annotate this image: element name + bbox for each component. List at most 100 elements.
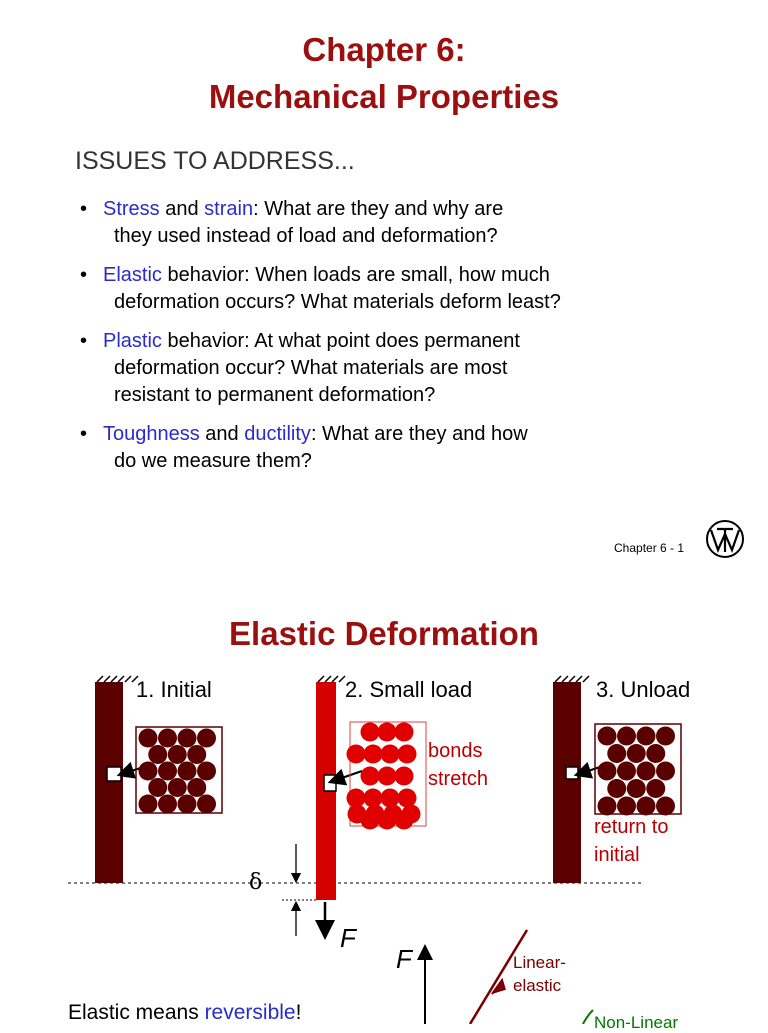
stage-small-load-label: 2. Small load (345, 677, 473, 702)
atom (394, 766, 414, 786)
bullet-continuation: they used instead of load and deformatio… (114, 225, 498, 247)
atom (394, 722, 414, 742)
bonds-label: bonds (428, 740, 483, 762)
stage-unload-label: 3. Unload (596, 677, 691, 702)
issues-heading: ISSUES TO ADDRESS... (75, 147, 355, 175)
atom (617, 796, 636, 816)
atom (380, 744, 400, 764)
term-strain: strain (204, 198, 254, 220)
atom (597, 726, 617, 746)
atoms-initial (138, 728, 216, 814)
wall-hatch (96, 675, 139, 683)
elastic-means-statement: Elastic means reversible! (68, 1001, 301, 1025)
atom (377, 722, 397, 742)
stretch-label: stretch (428, 768, 489, 790)
atom (597, 761, 617, 781)
atom (646, 779, 666, 798)
bullet-continuation: deformation occurs? What materials defor… (114, 291, 561, 313)
term-elastic: Elastic (103, 264, 162, 286)
bullet-dot: • (80, 330, 88, 352)
term-plastic: Plastic (103, 330, 162, 352)
bullet-toughness: • Toughness and ductility: What are they… (80, 421, 760, 475)
atom (197, 728, 216, 748)
atom (380, 788, 400, 808)
bullet-continuation: deformation occur? What materials are mo… (114, 357, 508, 379)
bullet-text: and (159, 198, 205, 220)
bullet-dot: • (80, 198, 88, 220)
bullet-text: behavior: When loads are small, how much (161, 264, 550, 286)
atom (626, 744, 646, 763)
atom (158, 794, 177, 814)
return-to-label: return to (594, 816, 669, 838)
atom (646, 744, 666, 763)
atom (177, 728, 197, 748)
bullet-dot: • (80, 423, 88, 445)
atom (617, 726, 636, 746)
atom (656, 796, 675, 816)
atom (363, 788, 383, 808)
term-toughness: Toughness (103, 423, 200, 445)
delta-symbol: δ (249, 870, 263, 895)
stage-initial-label: 1. Initial (136, 677, 212, 702)
atom (626, 779, 646, 798)
bullet-text: : What are they and how (310, 423, 528, 445)
atom (401, 804, 421, 824)
atom (383, 804, 403, 824)
atom (138, 794, 158, 814)
atom (148, 778, 168, 797)
bullet-text: behavior: At what point does permanent (161, 330, 520, 352)
graph-force-label: F (396, 944, 412, 974)
atom (138, 761, 158, 781)
atom (597, 796, 617, 816)
atom (158, 728, 177, 748)
slide-footer: Chapter 6 - 1 (614, 541, 685, 555)
atom (636, 796, 656, 816)
atom (177, 761, 197, 781)
bullet-continuation: resistant to permanent deformation? (114, 384, 436, 406)
term-ductility: ductility (244, 423, 311, 445)
atom (167, 745, 187, 764)
bullet-dot: • (80, 264, 88, 286)
atom (656, 761, 675, 781)
bar-initial (95, 675, 223, 883)
force-label: F (340, 923, 356, 953)
nonlinear-label: Non-Linear (594, 1013, 679, 1032)
bullet-text: : What are they and why are (253, 198, 504, 220)
atom (607, 779, 627, 798)
bullet-list: • Stress and strain: What are they and w… (80, 196, 760, 487)
atom (346, 788, 366, 808)
atom (187, 778, 207, 797)
atom (148, 745, 168, 764)
atom (177, 794, 197, 814)
atom (346, 744, 366, 764)
bullet-plastic: • Plastic behavior: At what point does p… (80, 328, 760, 409)
slide1-title-line2: Mechanical Properties (208, 78, 560, 115)
atom (656, 726, 675, 746)
bullet-continuation: do we measure them? (114, 450, 312, 472)
bullet-text: and (199, 423, 245, 445)
atom (397, 788, 417, 808)
atom (377, 766, 397, 786)
bar-small-load (282, 675, 427, 940)
atom (347, 804, 367, 824)
term-stress: Stress (103, 198, 160, 220)
slide1-title-line1: Chapter 6: (302, 31, 466, 68)
atom (197, 794, 216, 814)
atom (158, 761, 177, 781)
elastic-deformation-diagram (68, 675, 682, 1024)
atoms-small-load (346, 722, 421, 830)
force-deflection-graph (417, 929, 594, 1024)
atom (360, 766, 380, 786)
atom (636, 761, 656, 781)
publisher-logo-icon (706, 520, 744, 558)
atom (197, 761, 216, 781)
atom (167, 778, 187, 797)
atom (138, 728, 158, 748)
bullet-elastic: • Elastic behavior: When loads are small… (80, 262, 760, 316)
atom (607, 744, 627, 763)
nonlinear-curve (582, 1009, 594, 1024)
atom (397, 744, 417, 764)
atoms-unload (597, 726, 675, 816)
atom (636, 726, 656, 746)
term-reversible: reversible (204, 1001, 296, 1024)
